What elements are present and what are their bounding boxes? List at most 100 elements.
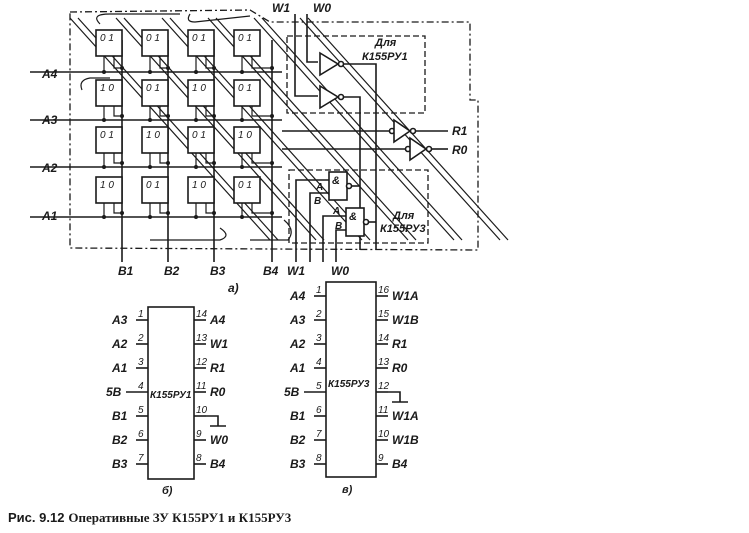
memory-cell: 0 1	[233, 176, 274, 219]
pin-number: 9	[196, 429, 202, 440]
col-label-b2: B2	[164, 264, 180, 278]
chip-pin: 1A4	[289, 285, 326, 303]
gate1-input-b: B	[314, 196, 321, 207]
memory-cell: 1 0	[187, 79, 216, 122]
sense-loop	[250, 219, 292, 241]
pin-number: 3	[316, 333, 322, 344]
sense-loop	[80, 77, 110, 91]
pin-name: W1A	[392, 409, 419, 423]
pin-number: 12	[196, 357, 208, 368]
chip-pin: 12	[376, 381, 408, 403]
pin-name: R1	[392, 337, 408, 351]
pin-name: 5В	[284, 385, 300, 399]
col-label-b3: B3	[210, 264, 226, 278]
pin-name: B2	[290, 433, 306, 447]
memory-cell: 0 1	[187, 126, 216, 169]
chip-pin: 6B2	[112, 429, 148, 447]
memory-cell: 0 1	[187, 29, 216, 74]
read-buffer-r0	[404, 136, 448, 162]
bottom-input-w1: W1	[287, 264, 305, 278]
chip-pin: 9 B4	[376, 453, 408, 471]
cell-value: 0 1	[238, 83, 252, 94]
chip-pin: 5B1	[112, 405, 148, 423]
cell-value: 0 1	[100, 33, 114, 44]
pin-name: W1A	[392, 289, 419, 303]
cell-value: 0 1	[192, 33, 206, 44]
svg-text:&: &	[332, 175, 340, 187]
inverter-w1	[319, 84, 361, 250]
memory-cell: 0 1	[95, 29, 124, 74]
pin-number: 6	[138, 429, 144, 440]
cell-value: 0 1	[146, 33, 160, 44]
caption-number: Рис. 9.12	[8, 510, 65, 525]
ru3-w0-wire	[335, 229, 346, 262]
cell-value: 0 1	[146, 180, 160, 191]
bottom-input-w0: W0	[331, 264, 349, 278]
pin-number: 1	[138, 309, 144, 320]
chip-pin: 7B3	[112, 453, 148, 471]
pin-name: A2	[289, 337, 306, 351]
pin-name: B3	[290, 457, 306, 471]
chip-pin: 6B1	[290, 405, 326, 423]
ru3-label-line2: К155РУ3	[380, 223, 426, 235]
pin-name: B3	[112, 457, 128, 471]
pin-number: 6	[316, 405, 322, 416]
pin-name: A1	[289, 361, 306, 375]
pin-name: W1	[210, 337, 228, 351]
ru3-w1-wire	[295, 179, 329, 262]
ru3-block	[288, 169, 429, 244]
nand-gate-2: &	[345, 207, 376, 237]
ru3-w1b-wire	[309, 192, 329, 262]
chip-pin: 10	[194, 405, 226, 427]
pin-number: 4	[138, 381, 144, 392]
pin-number: 11	[196, 381, 206, 392]
ru1-block	[286, 35, 426, 114]
pin-name: A4	[209, 313, 226, 327]
row-label-a4: A4	[41, 67, 58, 81]
chip-pin: 4A1	[289, 357, 326, 375]
row-label-a2: A2	[41, 161, 58, 175]
memory-cell: 1 0	[95, 79, 124, 122]
chip-pin: 3A1	[111, 357, 148, 375]
pin-name: A4	[289, 289, 306, 303]
pin-name: B4	[392, 457, 408, 471]
cell-value: 1 0	[146, 130, 160, 141]
chip-pin: 7B2	[290, 429, 326, 447]
nand-gate-1: &	[328, 171, 360, 201]
chip-pin: 2A2	[111, 333, 148, 351]
chip-pin: 8B3	[290, 453, 326, 471]
pin-name: A1	[111, 361, 128, 375]
cell-value: 0 1	[146, 83, 160, 94]
chip-pin: 5 5В	[284, 381, 326, 399]
read-buffer-r1	[388, 118, 448, 144]
ru3-label-line1: Для	[392, 210, 415, 222]
cell-value: 1 0	[192, 180, 206, 191]
pin-name: W1B	[392, 313, 419, 327]
col-label-b1: B1	[118, 264, 134, 278]
pin-name: 5В	[106, 385, 122, 399]
row-label-a3: A3	[41, 113, 58, 127]
caption-text: Оперативные ЗУ К155РУ1 и К155РУ3	[68, 510, 292, 525]
pin-number: 5	[316, 381, 322, 392]
pin-number: 14	[378, 333, 390, 344]
gate2-input-b: B	[335, 221, 342, 232]
pin-number: 12	[378, 381, 390, 392]
memory-cell: 0 1	[233, 79, 274, 122]
pin-number: 9	[378, 453, 384, 464]
ru1-label-line2: К155РУ1	[362, 51, 408, 63]
row-label-a1: A1	[41, 209, 58, 223]
pin-number: 10	[196, 405, 208, 416]
col-label-b4: B4	[263, 264, 279, 278]
top-input-w0: W0	[313, 1, 331, 15]
chip-b-name: К155РУ1	[150, 390, 192, 401]
pin-number: 5	[138, 405, 144, 416]
cell-value: 1 0	[238, 130, 252, 141]
memory-cell: 0 1	[141, 176, 170, 219]
top-input-w1: W1	[272, 1, 290, 15]
sense-line	[253, 17, 455, 241]
sense-loop	[150, 227, 227, 241]
